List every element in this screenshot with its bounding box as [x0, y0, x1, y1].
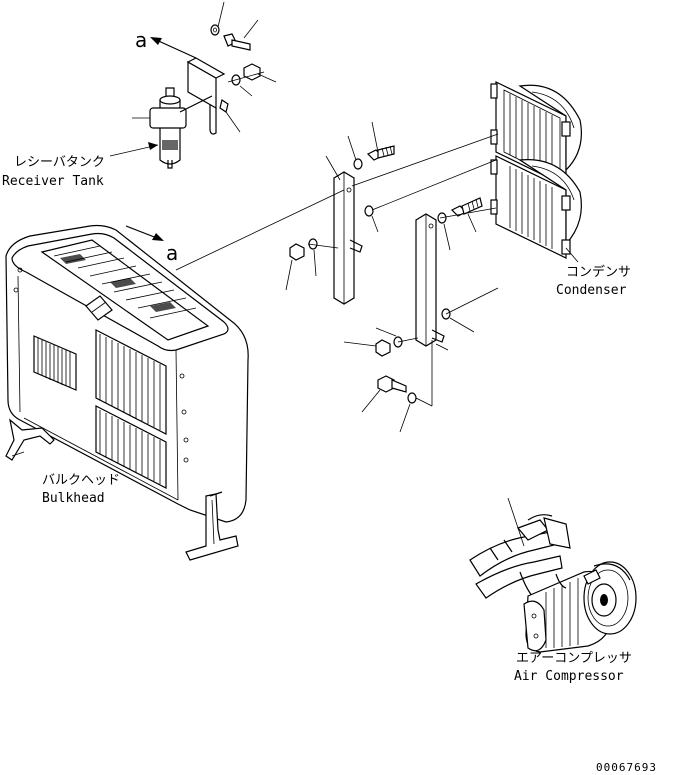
air-compressor-label-jp: エアーコンプレッサ: [516, 651, 632, 666]
view-marker-top: a: [135, 28, 197, 59]
condenser-brackets: [285, 121, 483, 433]
bulkhead-leg-right: [185, 493, 239, 561]
bulkhead-label-jp: バルクヘッド: [42, 473, 120, 488]
bulkhead-vent-upper: [95, 329, 167, 435]
drawing-number: 00067693: [596, 761, 657, 774]
bolt-lower: [377, 375, 407, 393]
washer-bolt-lower: [407, 392, 417, 404]
bulkhead-label-en: Bulkhead: [42, 491, 105, 506]
condenser-label-jp: コンデンサ: [566, 264, 631, 280]
bulkhead-vent-small: [33, 335, 77, 391]
view-marker-mid: a: [125, 225, 178, 265]
bulkhead-foot-left: [5, 418, 55, 461]
bolt-top: [223, 33, 251, 51]
bolt-upper-right: [450, 197, 483, 217]
receiver-tank-label-jp: レシーバタンク: [14, 155, 105, 170]
bulkhead-vent-lower: [95, 405, 167, 489]
receiver-tank: [149, 87, 213, 169]
nut-left: [289, 243, 305, 261]
assembly-lines: [175, 71, 499, 407]
washer-upper-left: [353, 158, 363, 170]
condenser-label-en: Condenser: [556, 283, 627, 298]
view-marker-mid-label: a: [166, 241, 178, 265]
washer-top: [210, 24, 220, 36]
bolt-upper-left: [366, 145, 395, 161]
receiver-tank-assembly: [109, 1, 277, 169]
bulkhead: [5, 224, 249, 561]
air-compressor: [469, 497, 637, 653]
washer-mid: [364, 205, 374, 217]
air-compressor-label-en: Air Compressor: [514, 669, 624, 684]
receiver-tank-label-en: Receiver Tank: [2, 174, 104, 189]
condenser: [490, 81, 582, 263]
nut-right: [243, 63, 261, 81]
view-marker-top-label: a: [135, 28, 147, 52]
nut-lower: [375, 339, 391, 357]
